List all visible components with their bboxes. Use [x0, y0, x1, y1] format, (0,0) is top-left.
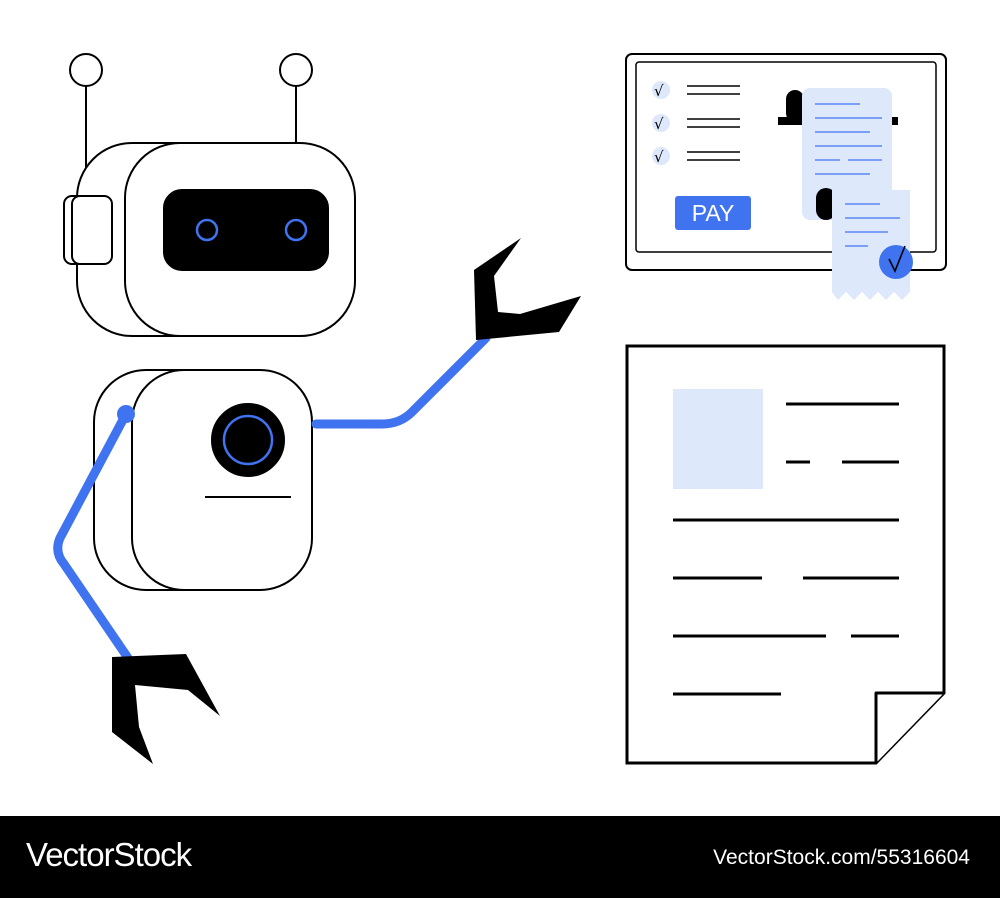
payment-screen-icon: √ √ √ PAY	[625, 53, 947, 300]
robot-arm-left	[53, 409, 133, 663]
arm-joint	[117, 405, 135, 423]
check-mark: √	[654, 115, 664, 133]
illustration: √ √ √ PAY	[53, 53, 947, 765]
pay-button[interactable]: PAY	[675, 196, 751, 230]
document-icon	[625, 344, 946, 765]
antenna-right-icon	[279, 53, 313, 87]
check-mark: √	[654, 148, 664, 166]
receipt-icon	[832, 190, 913, 300]
robot-visor	[163, 189, 329, 271]
document-photo	[673, 389, 763, 489]
verified-check-icon	[879, 245, 913, 279]
checklist: √ √ √	[652, 81, 740, 166]
check-icon	[652, 81, 670, 99]
claw-left-icon	[112, 654, 220, 764]
robot-icon	[63, 53, 356, 591]
pay-button-label: PAY	[692, 200, 735, 226]
check-icon	[652, 147, 670, 165]
check-mark: √	[654, 82, 664, 100]
receipt-icon	[802, 88, 892, 220]
robot-arms	[53, 333, 491, 663]
robot-body	[131, 369, 313, 591]
stock-id-link[interactable]: VectorStock.com/55316604	[713, 846, 970, 869]
claw-right-icon	[474, 238, 581, 340]
robot-eye-left	[195, 218, 219, 242]
brand-logo[interactable]: VectorStock	[26, 836, 192, 873]
robot-arm-right	[311, 333, 491, 429]
robot-eye-right	[284, 218, 308, 242]
document-text-lines	[673, 402, 899, 696]
antenna-left-icon	[69, 53, 103, 87]
check-icon	[652, 114, 670, 132]
footer-bar: VectorStock VectorStock.com/55316604	[0, 816, 1000, 898]
